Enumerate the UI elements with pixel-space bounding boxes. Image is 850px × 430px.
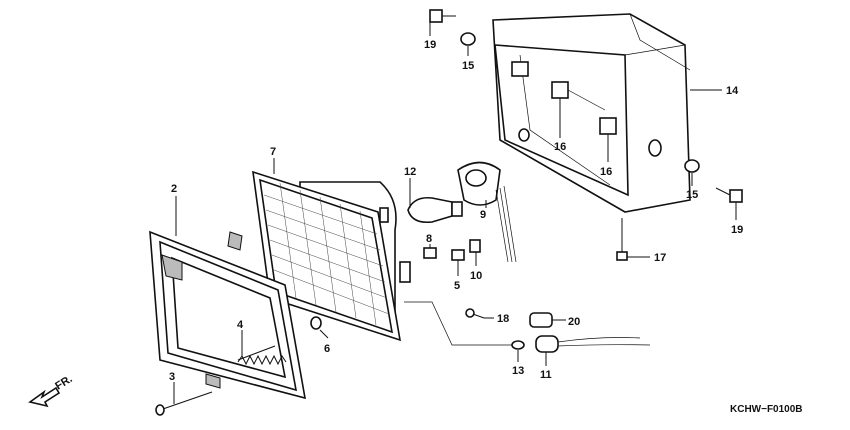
- callout-label: 10: [470, 270, 482, 282]
- callout-label: 16: [600, 166, 612, 178]
- callout-17: 17: [627, 252, 666, 264]
- callout-label: 2: [171, 183, 177, 195]
- callout-18: 18: [484, 313, 509, 325]
- callout-label: 16: [554, 141, 566, 153]
- callout-label: 18: [497, 313, 509, 325]
- callout-3: 3: [169, 371, 175, 404]
- callout-label: 15: [462, 60, 474, 72]
- callout-label: 20: [568, 316, 580, 328]
- callout-15-lower: 15: [686, 173, 698, 201]
- callout-label: 19: [424, 39, 436, 51]
- callout-label: 14: [726, 85, 739, 97]
- callout-label: 17: [654, 252, 666, 264]
- callout-label: 19: [731, 224, 743, 236]
- callout-label: 12: [404, 166, 416, 178]
- screw-17: [616, 218, 628, 261]
- collar-15-upper: [460, 32, 476, 46]
- callout-15-upper: 15: [462, 46, 474, 72]
- bulb-13: [511, 340, 525, 350]
- clip-8: [423, 247, 437, 259]
- clip-5: [451, 249, 465, 261]
- callout-label: 8: [426, 233, 432, 245]
- diagram-code: KCHW−F0100B: [730, 404, 803, 415]
- callout-4: 4: [237, 319, 244, 356]
- screw-18: [465, 308, 485, 319]
- callout-label: 9: [480, 209, 486, 221]
- headlight-case: [492, 13, 691, 213]
- callout-19-upper: 19: [424, 22, 436, 51]
- spring-4: [237, 345, 287, 366]
- grommet-20: [529, 312, 553, 328]
- callout-8: 8: [426, 233, 432, 248]
- callout-11: 11: [540, 352, 552, 381]
- nut-6: [310, 316, 322, 330]
- callout-5: 5: [454, 260, 460, 292]
- callout-12: 12: [404, 166, 416, 208]
- callout-9: 9: [480, 200, 487, 221]
- callout-label: 15: [686, 189, 698, 201]
- callout-label: 7: [270, 146, 276, 158]
- assembly-line: [404, 301, 512, 346]
- callout-13: 13: [512, 350, 524, 377]
- bolt-19-upper: [429, 9, 456, 23]
- callout-19-lower: 19: [731, 202, 743, 236]
- callout-6: 6: [319, 329, 330, 355]
- callout-20: 20: [552, 316, 580, 328]
- bulb-12: [407, 196, 463, 224]
- socket-9: [457, 161, 517, 263]
- bushing-10: [469, 239, 481, 253]
- front-direction-indicator: FR.: [28, 373, 75, 408]
- callout-16-left: 16: [554, 98, 566, 153]
- callout-label: 4: [237, 319, 244, 331]
- headlight-unit: [252, 170, 411, 342]
- callout-label: 3: [169, 371, 175, 383]
- callout-label: 5: [454, 280, 460, 292]
- collar-15-lower: [684, 159, 700, 173]
- callout-10: 10: [470, 252, 482, 282]
- front-arrow-icon: [28, 386, 61, 408]
- callout-label: 11: [540, 369, 552, 381]
- socket-11: [535, 335, 651, 353]
- callout-16-right: 16: [600, 134, 612, 178]
- callout-2: 2: [171, 183, 177, 236]
- callout-label: 13: [512, 365, 524, 377]
- bolt-19-lower: [715, 187, 743, 203]
- screw-3: [155, 391, 213, 416]
- callout-label: 6: [324, 343, 330, 355]
- callout-14: 14: [690, 85, 739, 97]
- callout-7: 7: [270, 146, 276, 174]
